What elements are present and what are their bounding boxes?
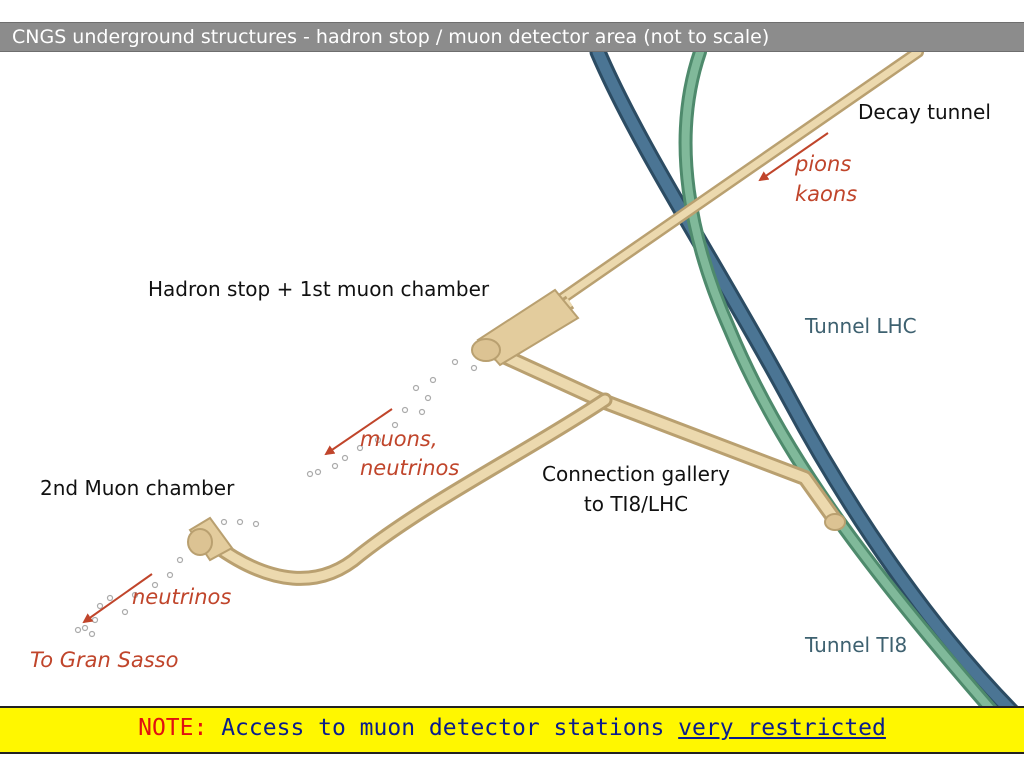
note-banner: NOTE: Access to muon detector stations v…: [0, 706, 1024, 754]
connection-gallery-label-2: to TI8/LHC: [583, 492, 689, 516]
page-title: CNGS underground structures - hadron sto…: [12, 26, 770, 48]
note-emphasis: very restricted: [678, 715, 886, 741]
gran-sasso-label: To Gran Sasso: [30, 648, 179, 672]
tunnel-lhc: [589, 43, 1024, 729]
muons-label: muons,: [360, 427, 438, 451]
tunnel-ti8-label: Tunnel TI8: [805, 633, 908, 657]
gallery-to-second-chamber: [207, 392, 613, 586]
particle-dots: [74, 358, 478, 638]
connection-gallery-label-1: Connection gallery: [542, 462, 730, 486]
second-muon-chamber: [187, 516, 234, 562]
note-prefix: NOTE:: [138, 715, 208, 741]
second-muon-chamber-label: 2nd Muon chamber: [40, 476, 235, 500]
tunnel-lhc-label: Tunnel LHC: [805, 314, 917, 338]
tunnel-ti8: [678, 45, 1007, 727]
hadron-stop-chamber: [471, 288, 580, 367]
decay-tunnel: [554, 46, 924, 306]
neutrinos-arrow: [82, 573, 153, 624]
hadron-stop-label: Hadron stop + 1st muon chamber: [148, 277, 490, 301]
note-message: Access to muon detector stations: [221, 715, 665, 741]
neutrinos-low-label: neutrinos: [132, 585, 232, 609]
decay-tunnel-label: Decay tunnel: [858, 100, 991, 124]
neutrinos-mid-label: neutrinos: [360, 456, 460, 480]
note-text: NOTE: Access to muon detector stations v…: [0, 715, 1024, 741]
title-bar: CNGS underground structures - hadron sto…: [0, 22, 1024, 52]
pions-label: pions: [795, 152, 852, 176]
muons-arrow: [324, 408, 393, 456]
pions-arrow: [758, 132, 829, 182]
kaons-label: kaons: [795, 182, 858, 206]
